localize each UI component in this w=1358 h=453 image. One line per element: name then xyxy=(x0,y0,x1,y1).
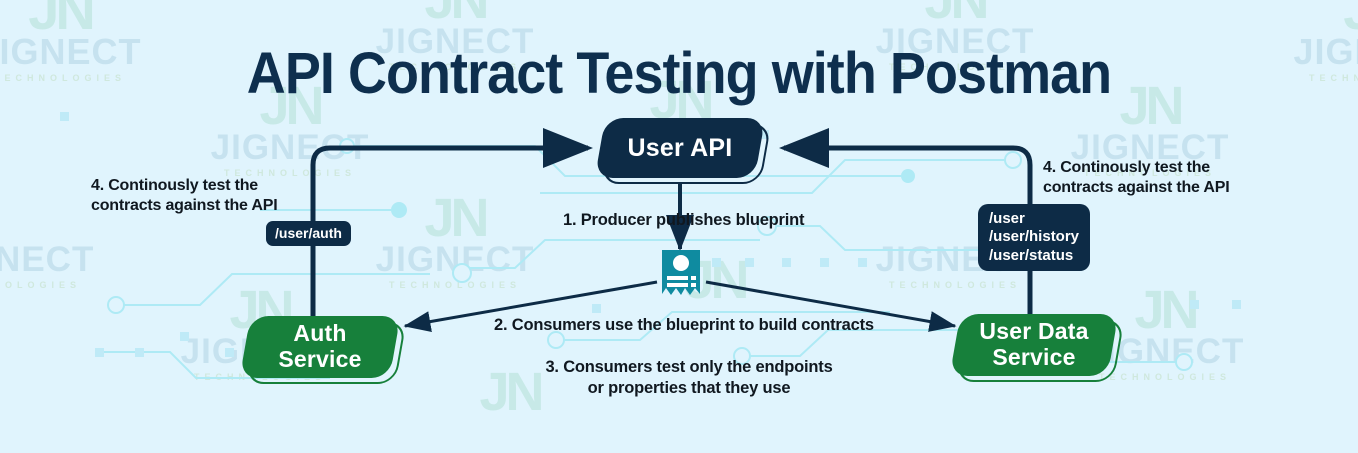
caption-step-3-line2: or properties that they use xyxy=(587,379,791,398)
caption-step-4-right-line2: contracts against the API xyxy=(1043,179,1230,197)
node-auth-service-label-line2: Service xyxy=(278,346,362,372)
node-user-api[interactable]: User API xyxy=(594,118,772,184)
node-auth-service[interactable]: Auth Service xyxy=(239,316,407,384)
caption-step-4-right: 4. Continously test the contracts agains… xyxy=(1043,158,1230,199)
blueprint-icon xyxy=(660,250,702,304)
node-user-data-service-label-line1: User Data xyxy=(979,318,1089,345)
caption-step-4-left-line1: 4. Continously test the xyxy=(91,177,258,194)
arrow-user-data-to-user-api xyxy=(779,128,1033,318)
arrow-blueprint-to-user-data xyxy=(705,280,957,332)
caption-step-3-line1: 3. Consumers test only the endpoints xyxy=(545,358,833,376)
caption-step-4-right-line1: 4. Continously test the xyxy=(1043,159,1210,176)
node-auth-service-label: Auth Service xyxy=(245,316,395,378)
node-user-data-service[interactable]: User Data Service xyxy=(949,314,1125,382)
arrow-auth-to-user-api xyxy=(310,128,593,318)
node-auth-service-label-line1: Auth xyxy=(293,320,347,347)
caption-step-1: 1. Producer publishes blueprint xyxy=(563,211,805,229)
arrow-layer xyxy=(310,128,1033,332)
node-user-api-label: User API xyxy=(627,134,733,162)
badge-auth-endpoint: /user/auth xyxy=(266,221,351,247)
diagram-canvas: JN JIGNECT TECHNOLOGIES JN JIGNECT TECHN… xyxy=(0,0,1358,419)
node-user-data-service-label: User Data Service xyxy=(955,314,1113,376)
caption-step-4-left-line2: contracts against the API xyxy=(91,197,278,215)
page-title: API Contract Testing with Postman xyxy=(246,41,1112,106)
node-user-data-service-label-line2: Service xyxy=(992,344,1076,370)
caption-step-2: 2. Consumers use the blueprint to build … xyxy=(494,316,874,334)
caption-step-3: 3. Consumers test only the endpoints or … xyxy=(524,357,854,399)
badge-user-data-endpoints: /user /user/history /user/status xyxy=(978,204,1091,271)
caption-step-4-left: 4. Continously test the contracts agains… xyxy=(91,176,278,217)
arrow-blueprint-to-auth xyxy=(403,280,658,332)
